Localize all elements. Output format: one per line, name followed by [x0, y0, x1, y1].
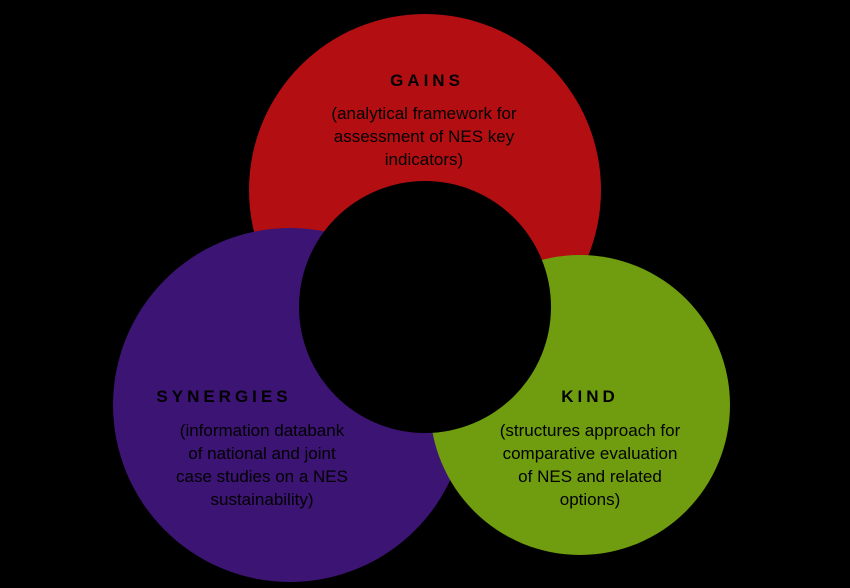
- center-circle: [299, 181, 551, 433]
- kind-desc-line-3: of NES and related: [518, 467, 662, 486]
- synergies-desc-line-1: (information databank: [180, 421, 345, 440]
- gains-desc-line-1: (analytical framework for: [331, 104, 517, 123]
- synergies-desc-line-4: sustainability): [211, 490, 314, 509]
- kind-desc-line-2: comparative evaluation: [503, 444, 678, 463]
- gains-desc-line-3: indicators): [385, 150, 463, 169]
- synergies-desc-line-3: case studies on a NES: [176, 467, 348, 486]
- gains-desc-line-2: assessment of NES key: [334, 127, 515, 146]
- kind-title: KIND: [561, 387, 619, 406]
- kind-desc-line-4: options): [560, 490, 620, 509]
- kind-desc-line-1: (structures approach for: [500, 421, 681, 440]
- gains-title: GAINS: [390, 71, 464, 90]
- synergies-title: SYNERGIES: [156, 387, 291, 406]
- synergies-desc-line-2: of national and joint: [188, 444, 336, 463]
